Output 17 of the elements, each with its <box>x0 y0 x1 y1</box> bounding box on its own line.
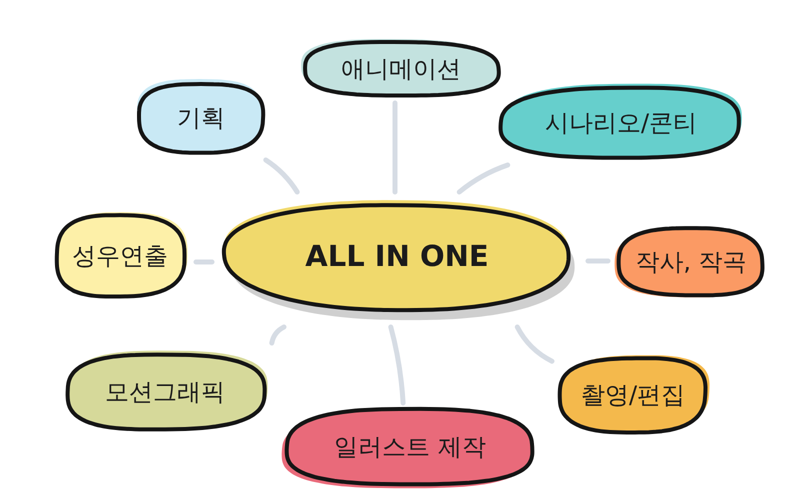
topic-label: 기획 <box>177 104 225 132</box>
topic-label: 작사, 작곡 <box>635 248 747 276</box>
connector-line <box>586 258 610 264</box>
connector-line <box>194 260 214 264</box>
connector-line <box>263 158 300 194</box>
connector-line <box>388 324 406 406</box>
topic-label: 촬영/편집 <box>580 382 686 408</box>
connector-line <box>456 162 510 194</box>
topic-label: 성우연출 <box>72 242 168 270</box>
topic-label: 일러스트 제작 <box>334 434 486 460</box>
connector-line <box>514 324 554 364</box>
topic-label: 시나리오/콘티 <box>544 110 698 136</box>
connector-line <box>269 324 286 346</box>
topic-label: 모션그래픽 <box>105 378 225 406</box>
connector-line <box>392 100 398 194</box>
topic-label: 애니메이션 <box>341 56 461 82</box>
main-topic-label: ALL IN ONE <box>305 241 489 273</box>
